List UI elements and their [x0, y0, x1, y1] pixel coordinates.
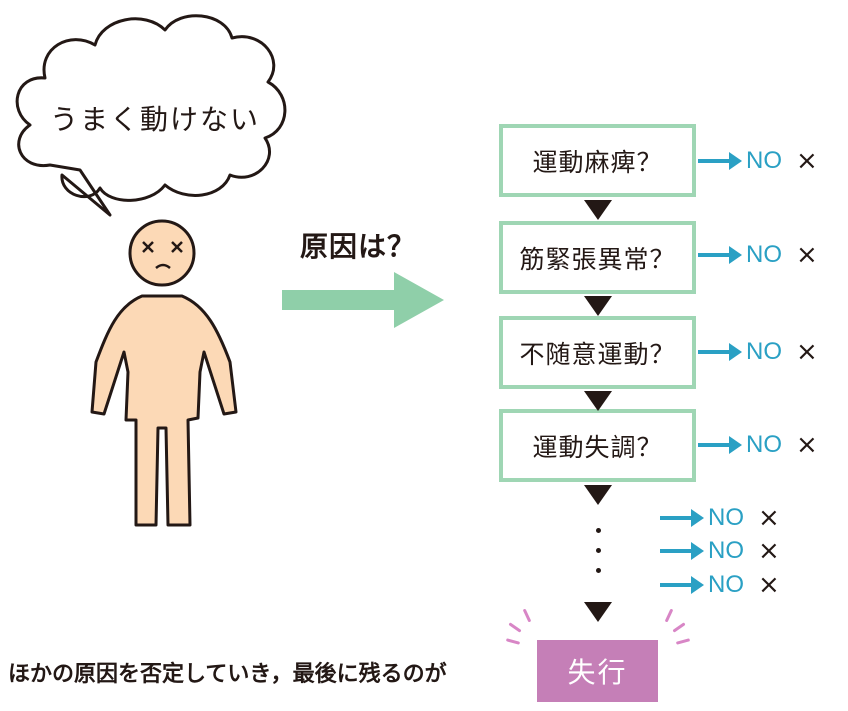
cross-mark: × [796, 146, 818, 176]
no-label: NO [746, 431, 782, 458]
flow-step-tone: 筋緊張異常？ [499, 221, 696, 294]
flow-step-paralysis: 運動麻痺？ [499, 124, 696, 197]
cross-mark: × [758, 570, 780, 600]
sparkle-line [505, 638, 521, 645]
right-arrow-icon [698, 342, 742, 362]
thought-bubble [15, 14, 287, 217]
cause-question: 原因は？ [300, 230, 417, 263]
cross-mark: × [796, 337, 818, 367]
cross-mark: × [758, 536, 780, 566]
big-arrow [282, 272, 444, 328]
no-label: NO [708, 537, 744, 564]
sparkle-line [508, 622, 522, 633]
result-box: 失行 [537, 640, 658, 702]
flow-arrow-final [584, 602, 612, 622]
no-label: NO [746, 338, 782, 365]
cross-mark: × [796, 240, 818, 270]
no-label: NO [708, 504, 744, 531]
flow-arrow-2 [584, 296, 612, 316]
right-arrow-icon [660, 575, 704, 595]
conclusion-text: ほかの原因を否定していき，最後に残るのが [8, 662, 447, 687]
no-row-extra-1: NO × [660, 503, 780, 533]
right-arrow-icon [660, 541, 704, 561]
sparkle-line [672, 622, 686, 633]
ellipsis-dot [596, 568, 601, 573]
sparkle-line [664, 608, 674, 623]
cross-mark: × [796, 430, 818, 460]
person-figure [90, 219, 238, 527]
right-arrow-icon [698, 435, 742, 455]
flow-step-ataxia: 運動失調？ [499, 409, 696, 482]
no-row-extra-2: NO × [660, 536, 780, 566]
ellipsis-dot [596, 528, 601, 533]
no-row-4: NO × [698, 430, 818, 460]
no-label: NO [746, 147, 782, 174]
sparkle-line [522, 608, 532, 623]
flow-arrow-4 [584, 485, 612, 505]
ellipsis-dot [596, 548, 601, 553]
right-arrow-icon [698, 245, 742, 265]
no-label: NO [708, 571, 744, 598]
speech-text: うまく動けない [50, 103, 261, 136]
flow-arrow-1 [584, 200, 612, 220]
sparkle-line [675, 638, 691, 645]
cross-mark: × [758, 503, 780, 533]
no-row-1: NO × [698, 146, 818, 176]
right-arrow-icon [660, 508, 704, 528]
no-label: NO [746, 241, 782, 268]
no-row-2: NO × [698, 240, 818, 270]
flow-arrow-3 [584, 391, 612, 411]
no-row-3: NO × [698, 337, 818, 367]
flow-step-involuntary: 不随意運動？ [499, 316, 696, 389]
right-arrow-icon [698, 151, 742, 171]
no-row-extra-3: NO × [660, 570, 780, 600]
